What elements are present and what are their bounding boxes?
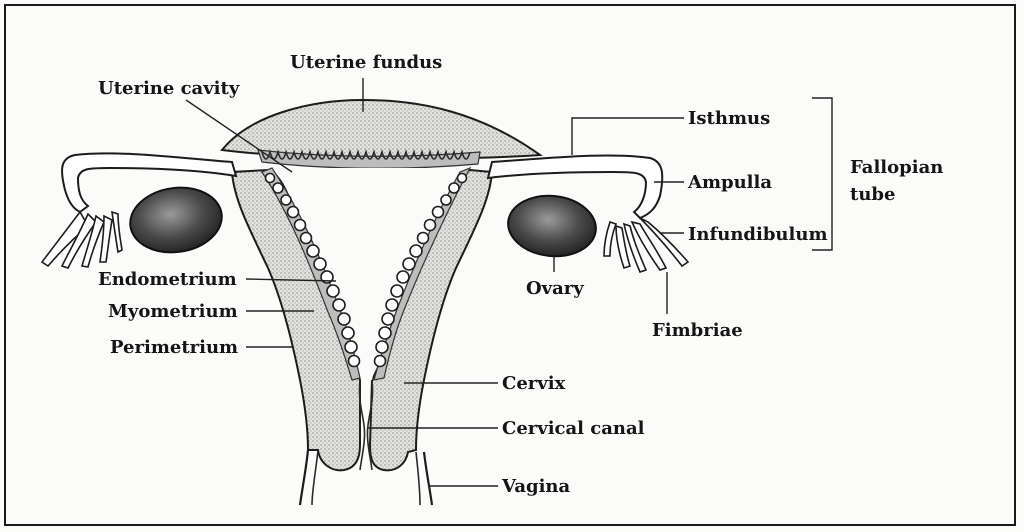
label-cervix: Cervix xyxy=(502,373,566,394)
label-isthmus: Isthmus xyxy=(688,108,770,129)
uterine-fundus-shape xyxy=(220,98,543,160)
label-endometrium: Endometrium xyxy=(98,269,237,290)
figure-border xyxy=(4,4,1016,526)
label-perimetrium: Perimetrium xyxy=(110,337,238,358)
right-glands xyxy=(373,172,468,368)
label-uterine-fundus: Uterine fundus xyxy=(290,52,442,73)
right-fallopian-tube xyxy=(486,154,664,220)
label-ampulla: Ampulla xyxy=(687,172,772,193)
label-cervical-canal: Cervical canal xyxy=(502,418,645,439)
vagina-shape xyxy=(298,449,434,506)
label-fallopian: Fallopian xyxy=(850,157,943,178)
endometrium-leader xyxy=(245,278,337,282)
fundus-glands xyxy=(261,149,471,160)
label-ovary: Ovary xyxy=(526,278,584,299)
left-fimbriae-shape xyxy=(40,210,123,269)
left-ovary xyxy=(129,186,223,254)
label-infundibulum: Infundibulum xyxy=(688,224,828,245)
right-fimbriae-shape xyxy=(603,217,690,273)
isthmus-leader xyxy=(571,117,684,155)
label-vagina: Vagina xyxy=(501,476,570,497)
fallopian-bracket xyxy=(812,97,833,251)
uterine-cavity-shape xyxy=(275,168,468,380)
label-uterine-cavity: Uterine cavity xyxy=(98,78,240,99)
label-myometrium: Myometrium xyxy=(108,301,238,322)
right-ovary xyxy=(507,194,597,258)
left-fallopian-tube xyxy=(61,152,238,214)
label-fimbriae: Fimbriae xyxy=(652,320,743,341)
uterine-cavity-leader xyxy=(185,99,293,173)
label-tube: tube xyxy=(850,184,895,205)
cervical-canal-shape xyxy=(358,379,366,471)
left-glands xyxy=(264,172,361,368)
